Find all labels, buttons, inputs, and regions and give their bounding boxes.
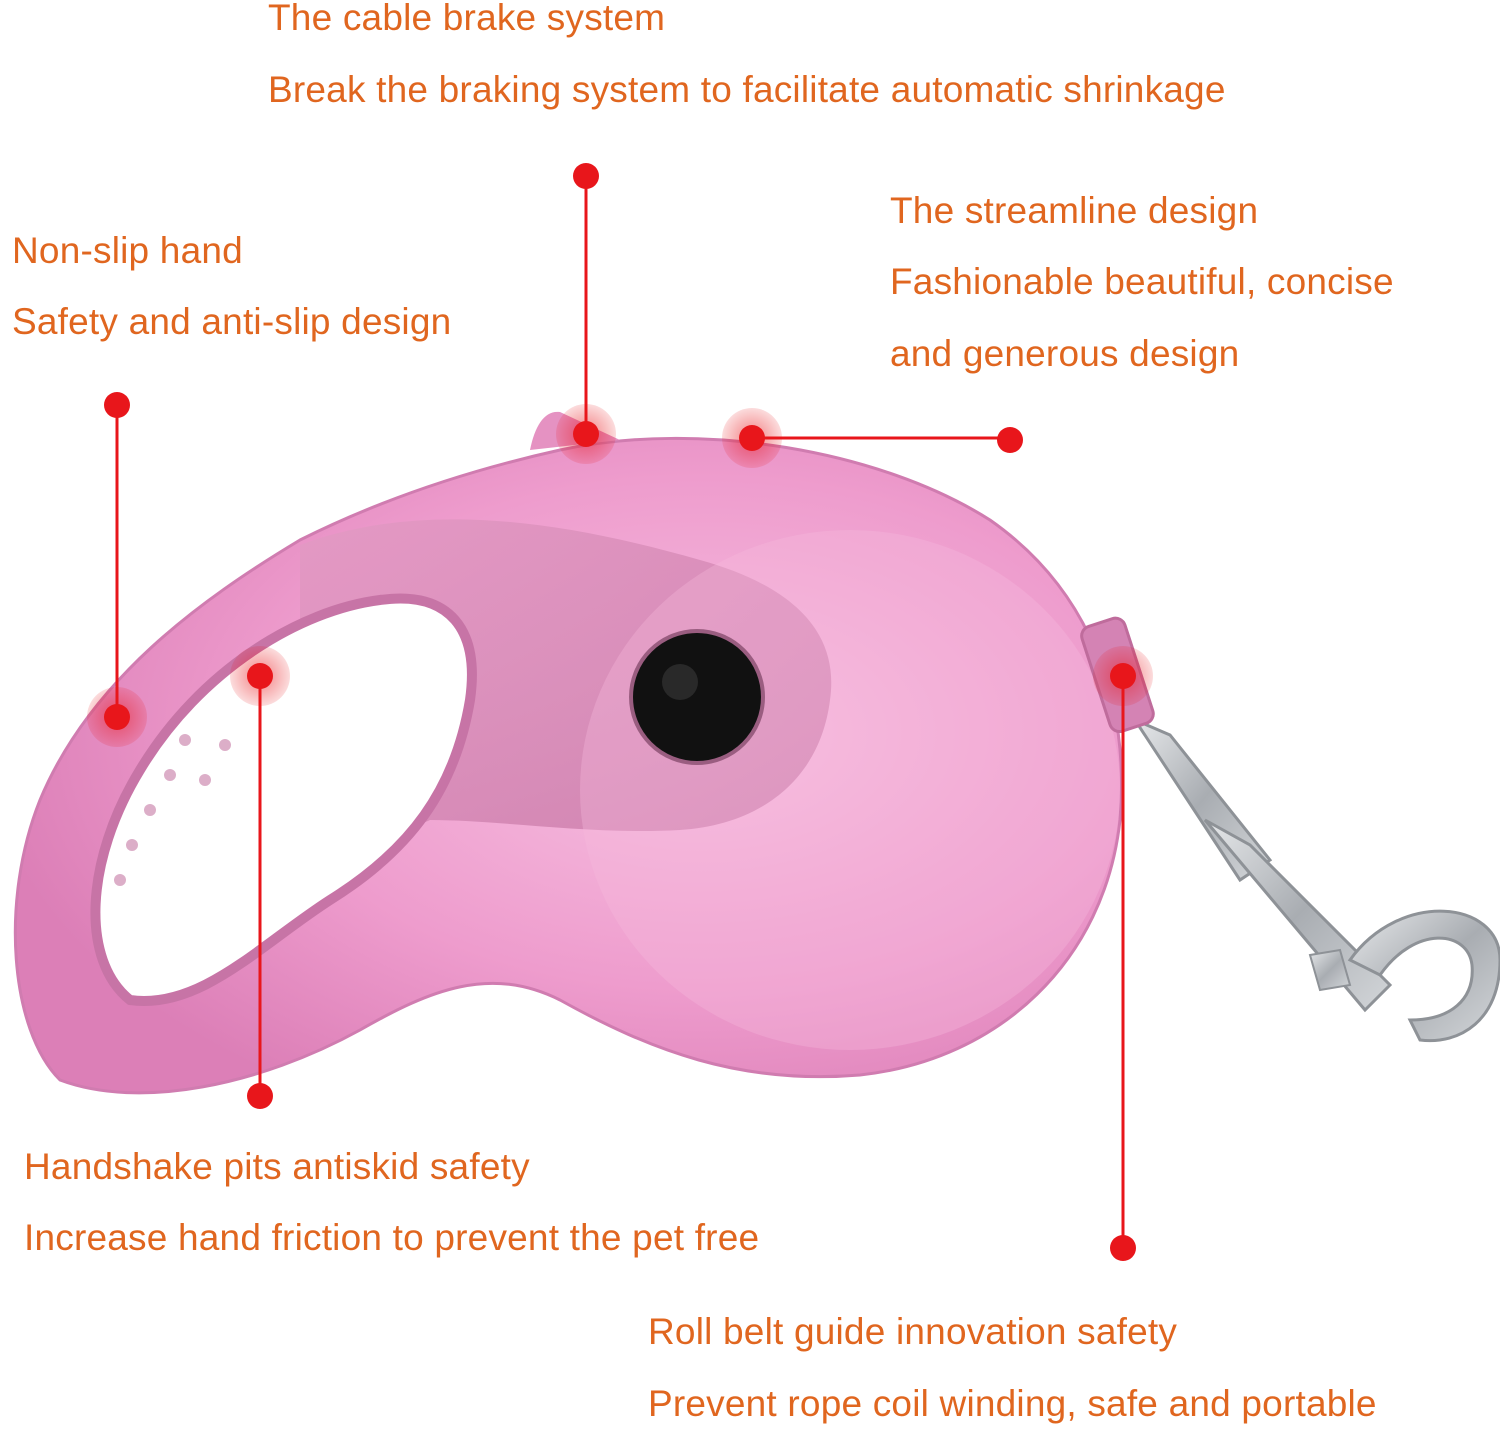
roll-belt-description: Prevent rope coil winding, safe and port… — [648, 1383, 1377, 1424]
dot-streamline-end — [997, 427, 1023, 453]
streamline-title: The streamline design — [890, 190, 1259, 231]
leash-body — [13, 411, 1155, 1095]
dot-cable-brake-top — [573, 163, 599, 189]
non-slip-description: Safety and anti-slip design — [12, 301, 452, 342]
streamline-description-line2: and generous design — [890, 333, 1240, 374]
dot-handshake — [247, 663, 273, 689]
dot-roll-belt-bottom — [1110, 1235, 1136, 1261]
dot-streamline — [739, 425, 765, 451]
callout-dots — [104, 163, 1136, 1261]
callout-lines — [115, 176, 1125, 1248]
dot-cable-brake — [573, 421, 599, 447]
dot-handshake-bottom — [247, 1083, 273, 1109]
brake-button — [629, 629, 765, 765]
cable-brake-title: The cable brake system — [268, 0, 666, 38]
dot-roll-belt — [1110, 663, 1136, 689]
non-slip-title: Non-slip hand — [12, 230, 243, 271]
dot-non-slip-top — [104, 392, 130, 418]
handshake-description: Increase hand friction to prevent the pe… — [24, 1217, 760, 1258]
handshake-title: Handshake pits antiskid safety — [24, 1146, 530, 1187]
dot-non-slip — [104, 704, 130, 730]
cable-brake-description: Break the braking system to facilitate a… — [268, 69, 1226, 110]
roll-belt-title: Roll belt guide innovation safety — [648, 1311, 1178, 1352]
streamline-description-line1: Fashionable beautiful, concise — [890, 261, 1394, 302]
leash-clip — [1131, 716, 1500, 1043]
